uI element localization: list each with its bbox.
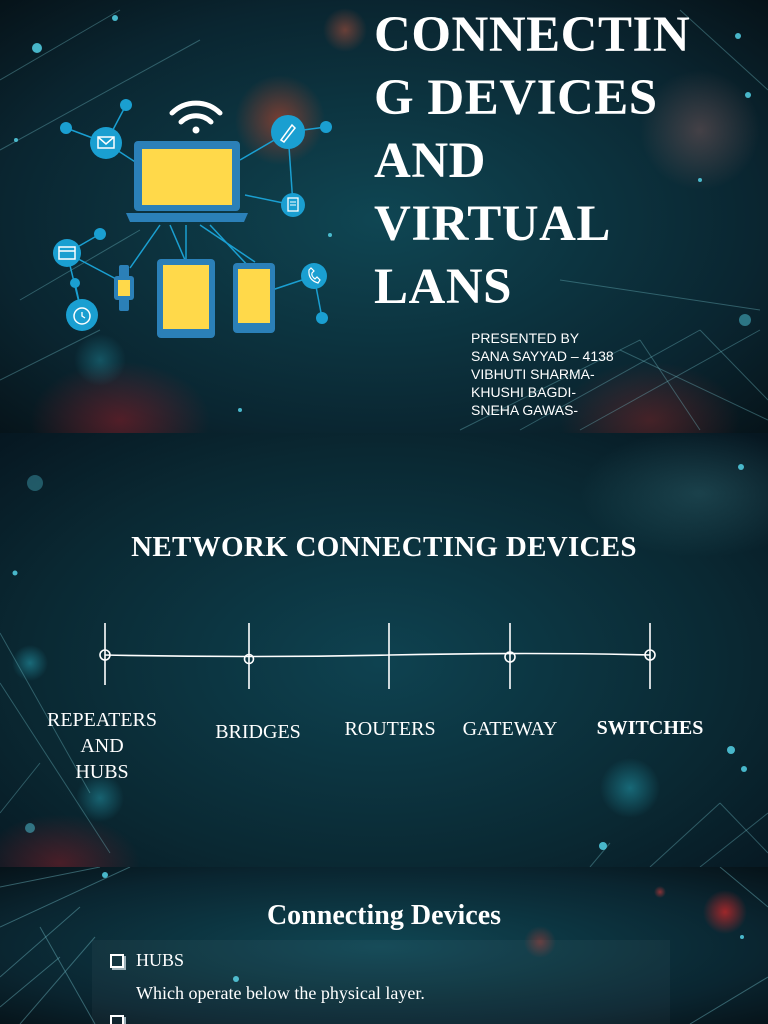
presenter-name: KHUSHI BAGDI- [471,384,577,400]
device-timeline [99,623,656,689]
timeline-label-bridges: BRIDGES [215,721,301,743]
network-background [0,9,768,431]
timeline-label-routers: ROUTERS [344,718,436,740]
connecting-devices-slide: Connecting Devices HUBS Which operate be… [0,867,768,1024]
timeline-label-repeaters-hubs: REPEATERS AND HUBS [46,709,158,783]
presenter-name: VIBHUTI SHARMA- [471,366,595,382]
smartphone-icon [233,263,275,333]
network-background [0,464,768,867]
timeline-label-gateway: GATEWAY [462,718,558,740]
alarm-clock-icon [66,299,98,331]
tablet-icon [157,259,215,338]
timeline-label-switches: SWITCHES [596,717,704,739]
timeline-node [99,649,111,661]
laptop-icon [126,141,248,222]
calendar-icon [53,239,81,267]
network-devices-slide: NETWORK CONNECTING DEVICES REPEATERS AND… [0,433,768,867]
presenter-name: SANA SAYYAD – 4138 [471,348,614,364]
bullet-item-next [110,1015,136,1024]
document-icon [281,193,305,217]
timeline-node [504,651,516,663]
checkbox-bullet-icon [110,953,124,968]
mail-icon [90,127,122,159]
slide-title: Connecting Devices [266,900,502,931]
wifi-icon [169,100,223,134]
smartwatch-icon [114,265,134,311]
timeline-node [644,649,656,661]
bullet-item-hubs: HUBS [110,950,184,971]
connected-devices-illustration [53,99,332,338]
pen-icon [271,115,305,149]
presenter-list: PRESENTED BY SANA SAYYAD – 4138 VIBHUTI … [471,329,761,419]
checkbox-bullet-icon [110,1015,124,1024]
slide-title: NETWORK CONNECTING DEVICES [131,531,637,563]
bullet-label: HUBS [136,950,185,970]
title-slide: CONNECTIN G DEVICES AND VIRTUAL LANS PRE… [0,0,768,433]
timeline-node [243,653,255,665]
presenter-heading: PRESENTED BY [471,330,580,346]
network-background [0,867,768,1024]
phone-icon [301,263,327,289]
presentation-title: CONNECTIN G DEVICES AND VIRTUAL LANS [374,7,691,315]
presenter-name: SNEHA GAWAS- [471,402,579,418]
bullet-description: Which operate below the physical layer. [136,983,425,1003]
